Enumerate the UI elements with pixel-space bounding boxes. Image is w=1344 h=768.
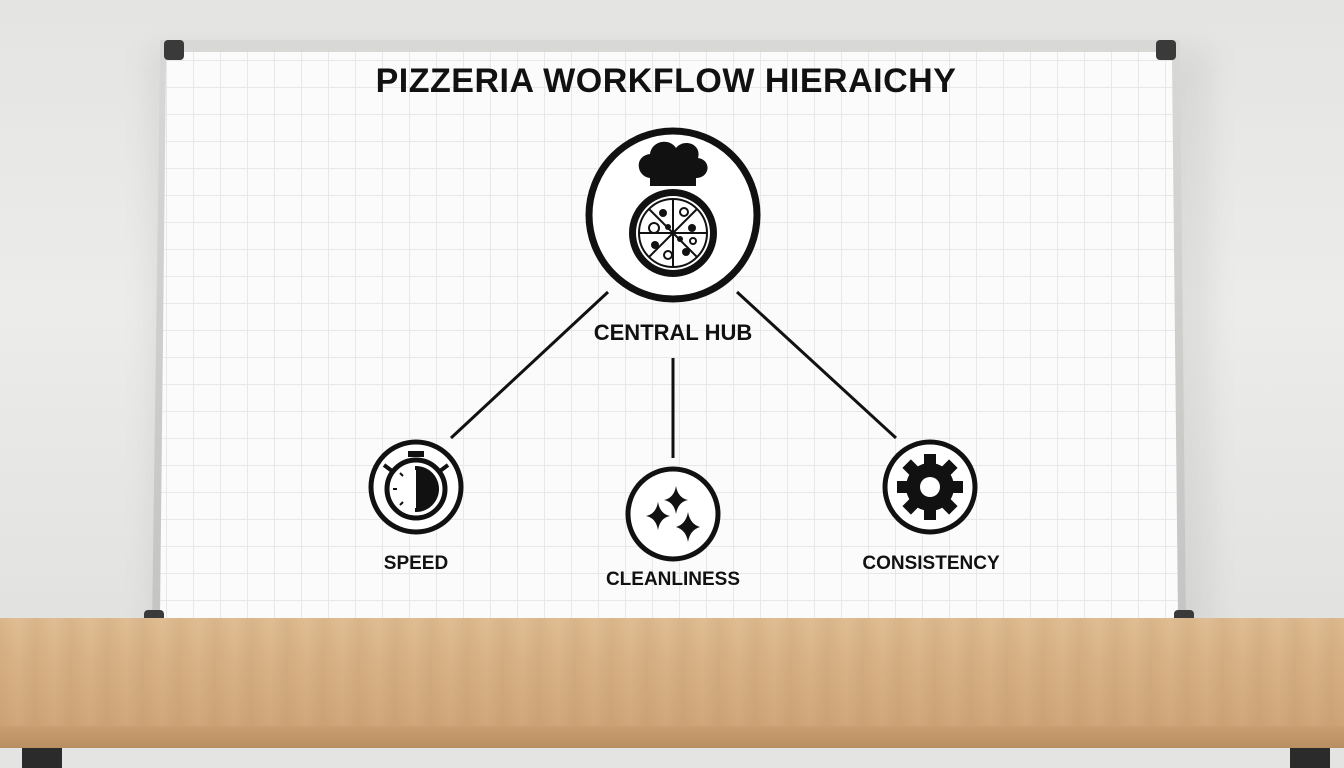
board-corner-top-left — [164, 40, 184, 60]
table-leg-left — [22, 748, 62, 768]
table-edge — [0, 726, 1344, 748]
table-leg-right — [1290, 748, 1330, 768]
cleanliness-label: CLEANLINESS — [605, 569, 741, 590]
gear-icon — [897, 454, 963, 520]
connector-speed — [449, 290, 610, 440]
diagram-title: PIZZERIA WORKFLOW HIERAICHY — [375, 62, 957, 100]
consistency-label: CONSISTENCY — [862, 553, 1000, 574]
speed-node — [368, 439, 464, 535]
floor-gap — [0, 748, 1344, 768]
connector-consistency — [735, 290, 898, 440]
stopwatch-icon — [382, 451, 450, 521]
speed-label: SPEED — [383, 553, 449, 574]
board-corner-top-right — [1156, 40, 1176, 60]
sparkle-icon — [646, 486, 700, 542]
cleanliness-node — [625, 466, 721, 562]
cleanliness-circle — [625, 466, 721, 562]
chef-pizza-icon — [629, 141, 717, 277]
central-hub-node — [585, 127, 761, 303]
consistency-node — [882, 439, 978, 535]
wooden-table — [0, 618, 1344, 726]
central-hub-label: CENTRAL HUB — [593, 320, 753, 345]
